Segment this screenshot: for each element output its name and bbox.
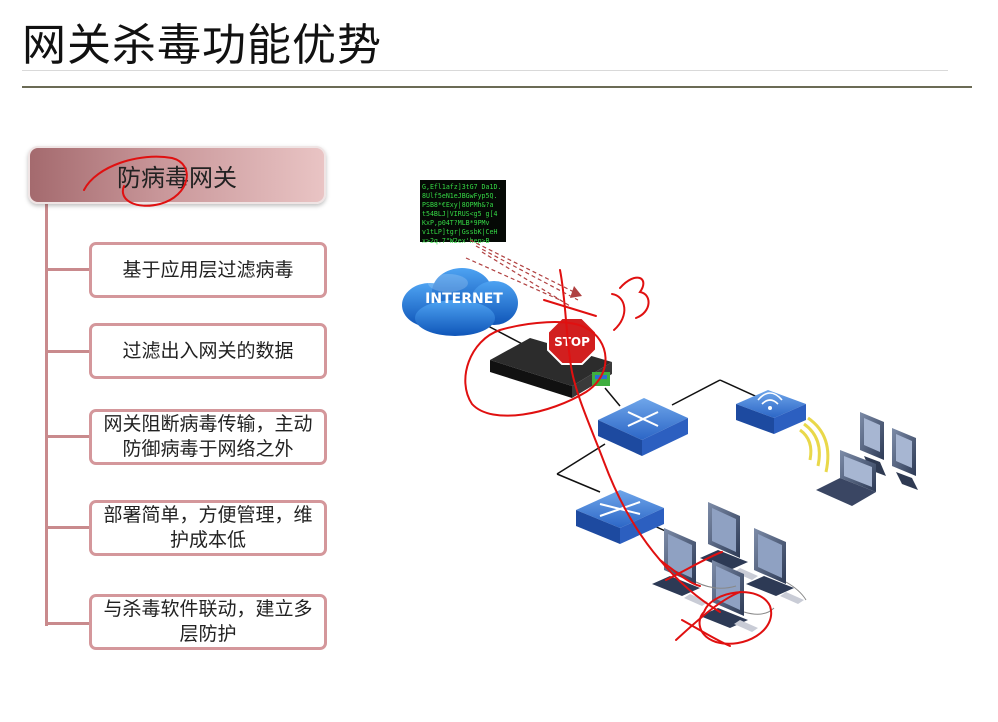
feature-box: 与杀毒软件联动，建立多层防护 [89,594,327,650]
access-point-icon [736,390,806,434]
stop-sign-label: STOP [554,335,590,349]
virus-code-line: t54BLJ|VIRUS<g5 g[4 [422,210,497,218]
tree-branch [45,526,89,529]
title-divider [22,86,972,88]
gateway-device-icon [490,338,612,398]
virus-screen: G,Efl1afz]3tG7 Da1D. 8Ulf5eN1eJBGwFyp5Q.… [420,180,506,245]
monitor-icon [892,428,918,490]
stop-sign-icon [547,317,597,365]
tree-branch [45,350,89,353]
workstation-icon [746,528,804,604]
feature-label: 与杀毒软件联动，建立多层防护 [103,598,313,645]
feature-box: 基于应用层过滤病毒 [89,242,327,298]
router-icon [598,398,688,456]
feature-label: 部署简单，方便管理，维护成本低 [103,504,313,551]
tree-branch [45,622,89,625]
virus-arrows [465,239,579,307]
wireless-signal-icon [799,416,830,473]
page-title: 网关杀毒功能优势 [22,20,382,71]
workstation-icon [652,528,708,606]
arrow-head [570,286,582,298]
feature-box: 过滤出入网关的数据 [89,323,327,379]
virus-code-line: G,Efl1afz]3tG7 Da1D. [422,183,501,191]
workstation-icon [700,560,758,632]
client-cables [695,581,807,615]
virus-code-line: KxP,p04T?MLB*9PMv [422,219,490,227]
root-node: 防病毒网关 [28,146,326,204]
tree-branch [45,435,89,438]
feature-box: 部署简单，方便管理，维护成本低 [89,500,327,556]
switch-icon [576,490,664,544]
virus-code-line: v1tLP]tgr|GssbK|CeH [422,228,497,236]
virus-code-line: 8Ulf5eN1eJBGwFyp5Q. [422,192,497,200]
virus-code-line: PSB8*€Exy|8OPMh&?a [422,201,493,209]
handwritten-annotations [83,155,773,647]
internet-cloud-icon [402,268,518,336]
feature-label: 过滤出入网关的数据 [122,339,294,362]
laptop-icon [816,450,876,506]
feature-label: 网关阻断病毒传输，主动防御病毒于网络之外 [103,413,313,460]
root-node-label: 防病毒网关 [117,163,237,192]
feature-box: 网关阻断病毒传输，主动防御病毒于网络之外 [89,409,327,465]
title-divider-light [22,70,948,71]
tree-branch [45,268,89,271]
virus-code-line: x>2q.7"W2ex'hep>B [422,237,490,245]
feature-label: 基于应用层过滤病毒 [122,258,294,281]
tree-trunk [45,198,48,626]
workstation-icon [700,502,758,580]
internet-label: INTERNET [425,291,503,307]
